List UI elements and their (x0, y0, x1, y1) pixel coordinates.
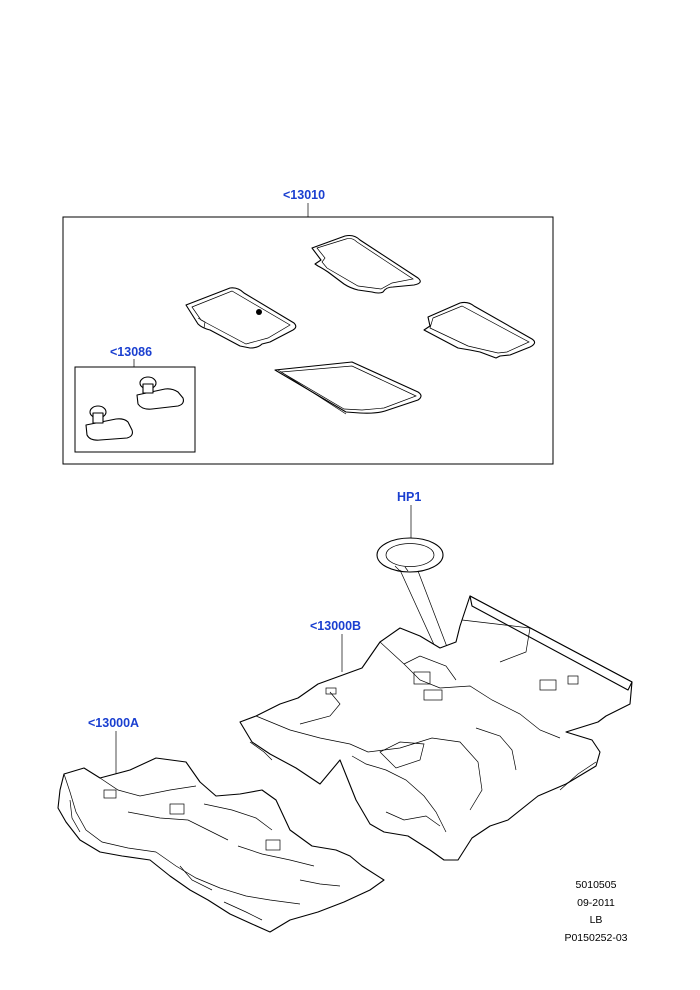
front-floor-carpet[interactable] (57, 757, 385, 933)
mats-set-frame (62, 216, 554, 465)
floor-mat-rear-left[interactable] (311, 234, 421, 294)
illustration-id: P0150252-03 (564, 932, 627, 944)
reference-date: 09-2011 (577, 897, 615, 909)
callout-clips[interactable]: <13086 (110, 345, 152, 359)
clips-frame (74, 366, 196, 453)
callout-mats-set[interactable]: <13010 (283, 188, 325, 202)
reference-variant: LB (590, 914, 603, 926)
floor-mat-front-right[interactable] (274, 361, 422, 415)
rear-floor-carpet[interactable] (239, 595, 633, 861)
callout-front-floor-carpet[interactable]: <13000A (88, 716, 139, 730)
mat-clip-lower[interactable] (85, 405, 133, 441)
reference-block: 5010505 09-2011 LB P0150252-03 (564, 879, 627, 944)
mat-clip-upper[interactable] (136, 376, 184, 410)
floor-mat-rear-right[interactable] (423, 301, 536, 359)
floor-mat-front-left[interactable] (185, 287, 297, 349)
reference-code: 5010505 (576, 879, 617, 891)
hole-plug[interactable] (376, 537, 444, 573)
callout-rear-floor-carpet[interactable]: <13000B (310, 619, 361, 633)
callout-hole-plug[interactable]: HP1 (397, 490, 421, 504)
